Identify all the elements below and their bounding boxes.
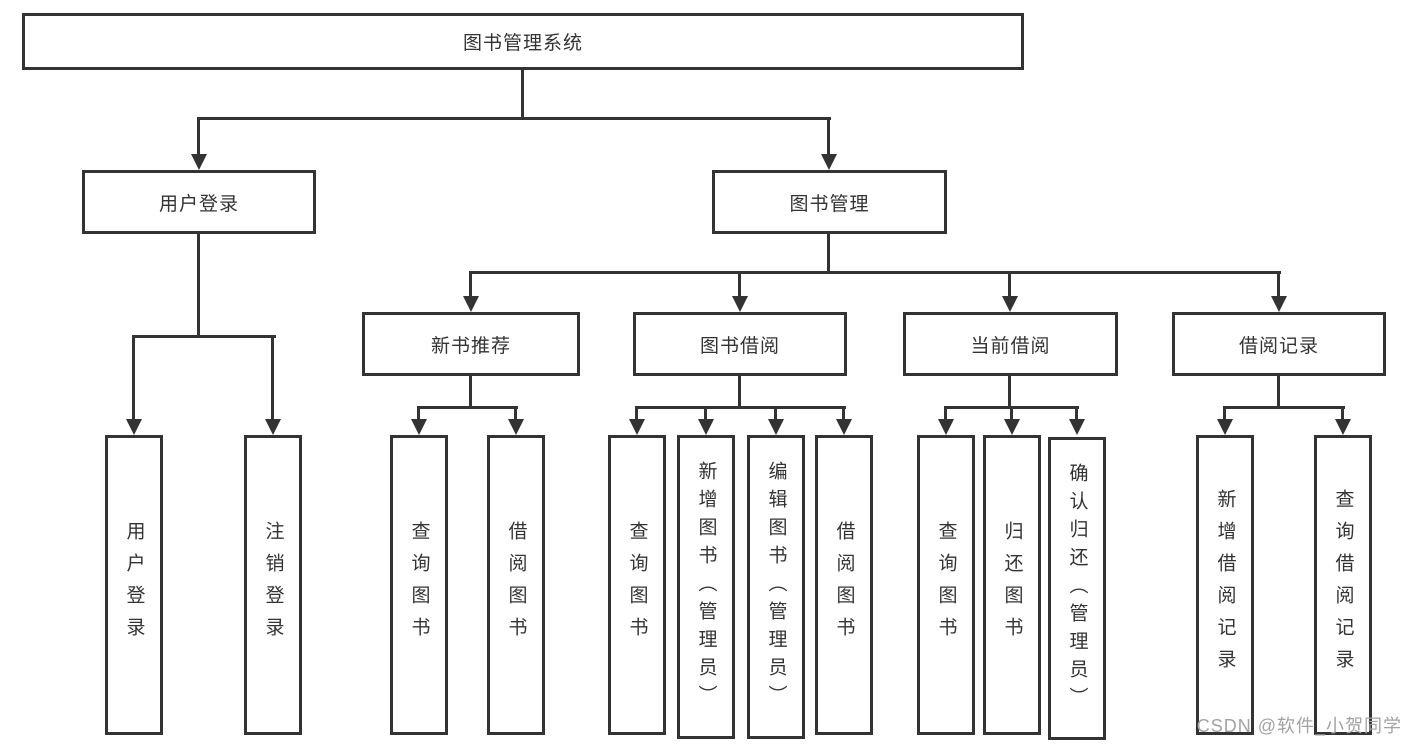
connector-drop-user-login	[197, 117, 200, 156]
arrowhead-bb-borrow	[836, 419, 852, 435]
node-library-management-system: 图书管理系统	[22, 13, 1024, 70]
arrowhead-user-login	[191, 154, 207, 170]
leaf-cb-return-book: 归还图书	[983, 435, 1041, 735]
node-book-management: 图书管理	[712, 170, 947, 234]
leaf-bb-edit-book-admin: 编辑图书（管理员）	[747, 435, 805, 739]
connector-root-stem	[521, 69, 524, 118]
node-book-borrow: 图书借阅	[633, 312, 847, 376]
connector-drop-br-query	[1341, 406, 1344, 421]
connector-drop-book-borrow	[738, 271, 741, 298]
connector-drop-br-add	[1223, 406, 1226, 421]
arrowhead-nb-query	[411, 419, 427, 435]
connector-drop-current-borrow	[1008, 271, 1011, 298]
arrowhead-book-borrow	[732, 296, 748, 312]
leaf-br-query-record: 查询借阅记录	[1314, 435, 1372, 735]
connector-drop-leaf-logout	[271, 335, 274, 421]
connector-drop-cb-query	[944, 406, 947, 421]
connector-user-login-stem	[197, 233, 200, 337]
arrowhead-cb-confirm	[1069, 419, 1085, 435]
arrowhead-bb-add	[698, 419, 714, 435]
arrowhead-borrow-records	[1271, 296, 1287, 312]
leaf-br-add-record: 新增借阅记录	[1196, 435, 1254, 735]
arrowhead-leaf-user-login	[126, 419, 142, 435]
node-borrow-records: 借阅记录	[1172, 312, 1386, 376]
connector-drop-cb-confirm	[1075, 406, 1078, 421]
arrowhead-leaf-logout	[265, 419, 281, 435]
arrowhead-cb-return	[1004, 419, 1020, 435]
connector-book-borrow-rail	[635, 406, 846, 409]
connector-drop-book-management	[827, 117, 830, 156]
connector-drop-borrow-records	[1277, 271, 1280, 298]
leaf-bb-borrow-book: 借阅图书	[815, 435, 873, 735]
connector-drop-bb-edit	[774, 406, 777, 421]
connector-drop-leaf-user-login	[132, 335, 135, 421]
node-current-borrow: 当前借阅	[903, 312, 1118, 376]
leaf-nb-borrow-book: 借阅图书	[487, 435, 545, 735]
connector-drop-nb-query	[417, 406, 420, 421]
arrowhead-br-add	[1217, 419, 1233, 435]
leaf-nb-query-book: 查询图书	[390, 435, 448, 735]
connector-drop-new-book	[469, 271, 472, 298]
leaf-cb-query-book: 查询图书	[917, 435, 975, 735]
arrowhead-nb-borrow	[508, 419, 524, 435]
node-user-login: 用户登录	[82, 170, 316, 234]
connector-borrow-records-stem	[1277, 375, 1280, 408]
connector-book-management-stem	[827, 233, 830, 273]
leaf-cb-confirm-return-admin: 确认归还（管理员）	[1048, 437, 1106, 740]
leaf-logout-login: 注销登录	[244, 435, 302, 735]
csdn-watermark: CSDN @软件_小贺同学	[1196, 716, 1402, 736]
arrowhead-new-book	[463, 296, 479, 312]
arrowhead-book-management	[821, 154, 837, 170]
connector-drop-cb-return	[1010, 406, 1013, 421]
connector-drop-nb-borrow	[514, 406, 517, 421]
leaf-bb-query-book: 查询图书	[608, 435, 666, 735]
leaf-bb-add-book-admin: 新增图书（管理员）	[677, 435, 735, 739]
connector-drop-bb-add	[704, 406, 707, 421]
connector-book-borrow-stem	[738, 375, 741, 408]
arrowhead-br-query	[1335, 419, 1351, 435]
arrowhead-bb-query	[629, 419, 645, 435]
arrowhead-bb-edit	[768, 419, 784, 435]
connector-current-borrow-stem	[1008, 375, 1011, 408]
arrowhead-current-borrow	[1002, 296, 1018, 312]
connector-drop-bb-query	[635, 406, 638, 421]
arrowhead-cb-query	[938, 419, 954, 435]
connector-book-management-rail	[469, 271, 1281, 274]
connector-user-login-rail	[132, 335, 276, 338]
node-new-book-recommend: 新书推荐	[362, 312, 580, 376]
connector-new-book-rail	[417, 406, 518, 409]
connector-borrow-records-rail	[1223, 406, 1345, 409]
connector-new-book-stem	[469, 375, 472, 408]
leaf-user-login: 用户登录	[105, 435, 163, 735]
connector-root-rail	[197, 117, 831, 120]
connector-drop-bb-borrow	[842, 406, 845, 421]
